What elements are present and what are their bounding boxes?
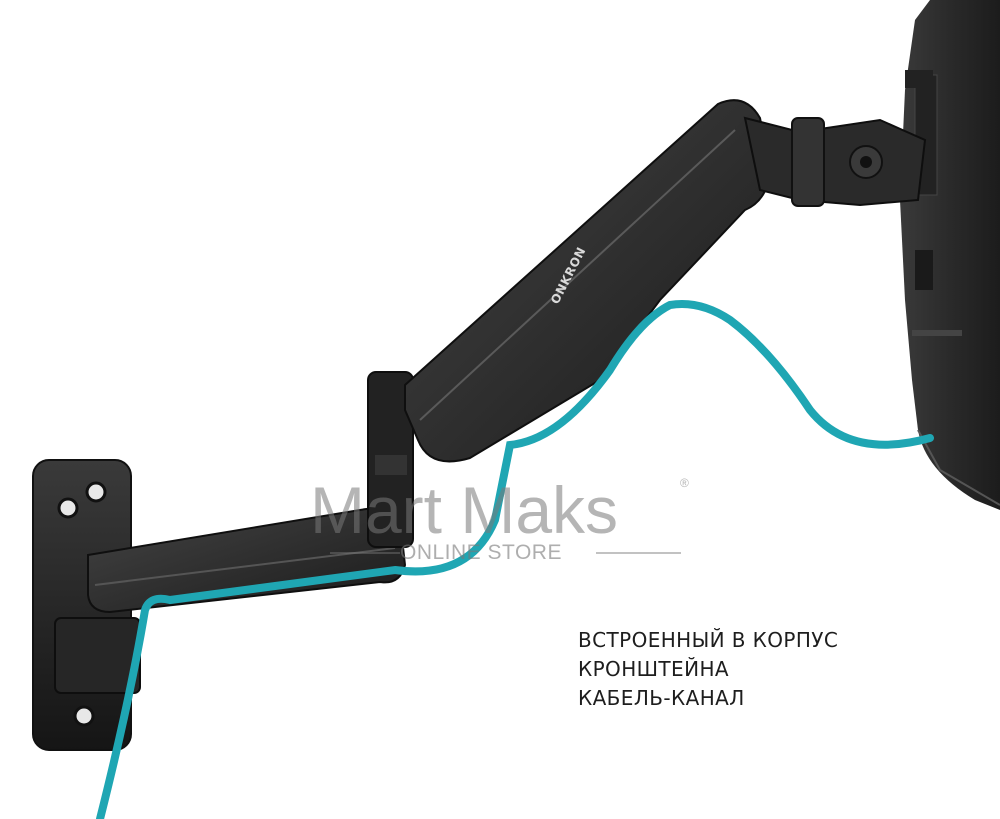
- elbow-joint: [367, 371, 414, 548]
- watermark-registered: ®: [680, 476, 689, 490]
- cable: [96, 300, 934, 819]
- watermark-rule-left: [330, 552, 400, 554]
- caption-line-1: ВСТРОЕННЫЙ В КОРПУС: [578, 628, 839, 652]
- caption-line-2: КРОНШТЕЙНА: [578, 657, 729, 681]
- watermark-title: Mart Maks: [310, 473, 619, 547]
- wall-plate: [32, 459, 141, 751]
- tilt-head: [743, 70, 933, 207]
- watermark-rule-right: [596, 552, 681, 554]
- upper-arm: [404, 99, 772, 463]
- watermark-subtitle: ONLINE STORE: [400, 541, 562, 564]
- caption-line-3: КАБЕЛЬ-КАНАЛ: [578, 686, 745, 710]
- feature-caption: ВСТРОЕННЫЙ В КОРПУС КРОНШТЕЙНА КАБЕЛЬ-КА…: [578, 626, 838, 713]
